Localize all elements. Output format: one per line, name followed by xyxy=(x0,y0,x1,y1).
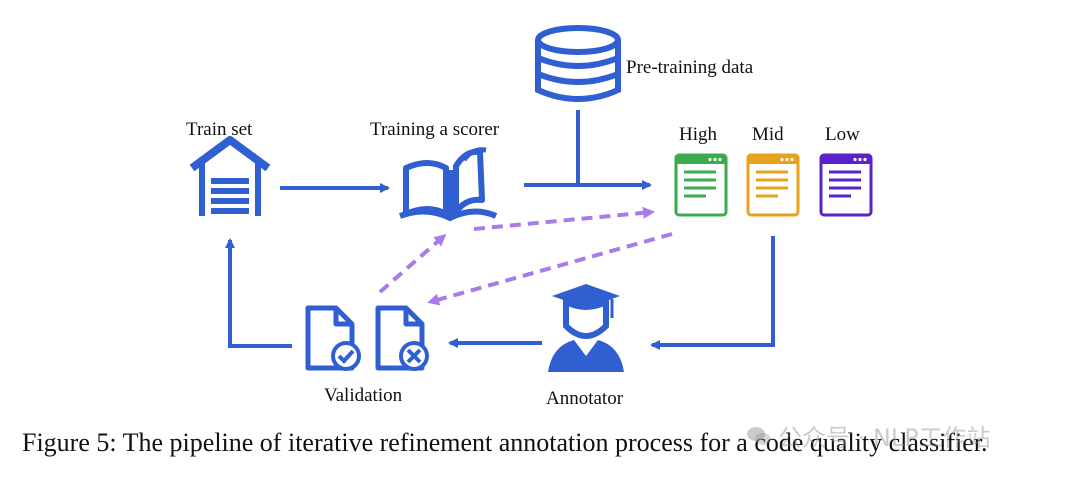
dashed-arrow-validation-to-scorer xyxy=(378,234,447,294)
database-icon xyxy=(535,25,621,102)
dashed-arrow-docs-to-validation xyxy=(427,232,673,306)
dashed-arrow-scorer-to-docs xyxy=(473,206,655,231)
high-label: High xyxy=(679,124,718,145)
low-label: Low xyxy=(825,124,860,145)
file-check-icon xyxy=(305,305,361,371)
file-cross-icon xyxy=(375,305,429,371)
train-set-label: Train set xyxy=(186,119,253,140)
figure-caption: Figure 5: The pipeline of iterative refi… xyxy=(22,428,988,457)
training-scorer-label: Training a scorer xyxy=(370,119,500,140)
annotator-label: Annotator xyxy=(546,388,624,409)
house-icon xyxy=(189,136,271,216)
book-icon xyxy=(398,147,498,222)
annotator-icon xyxy=(548,284,624,372)
validation-label: Validation xyxy=(324,385,403,406)
wechat-logo-icon xyxy=(747,426,771,445)
doc-low-icon xyxy=(819,153,873,217)
watermark-text: 公众号 · NLP工作站 xyxy=(778,424,991,452)
arrow-docs-to-annotator xyxy=(650,236,775,350)
watermark: 公众号 · NLP工作站 xyxy=(746,418,991,453)
arrow-validation-to-train xyxy=(225,238,292,348)
doc-high-icon xyxy=(674,153,728,217)
doc-mid-icon xyxy=(746,153,800,217)
mid-label: Mid xyxy=(752,124,784,145)
pretraining-data-label: Pre-training data xyxy=(626,57,754,78)
